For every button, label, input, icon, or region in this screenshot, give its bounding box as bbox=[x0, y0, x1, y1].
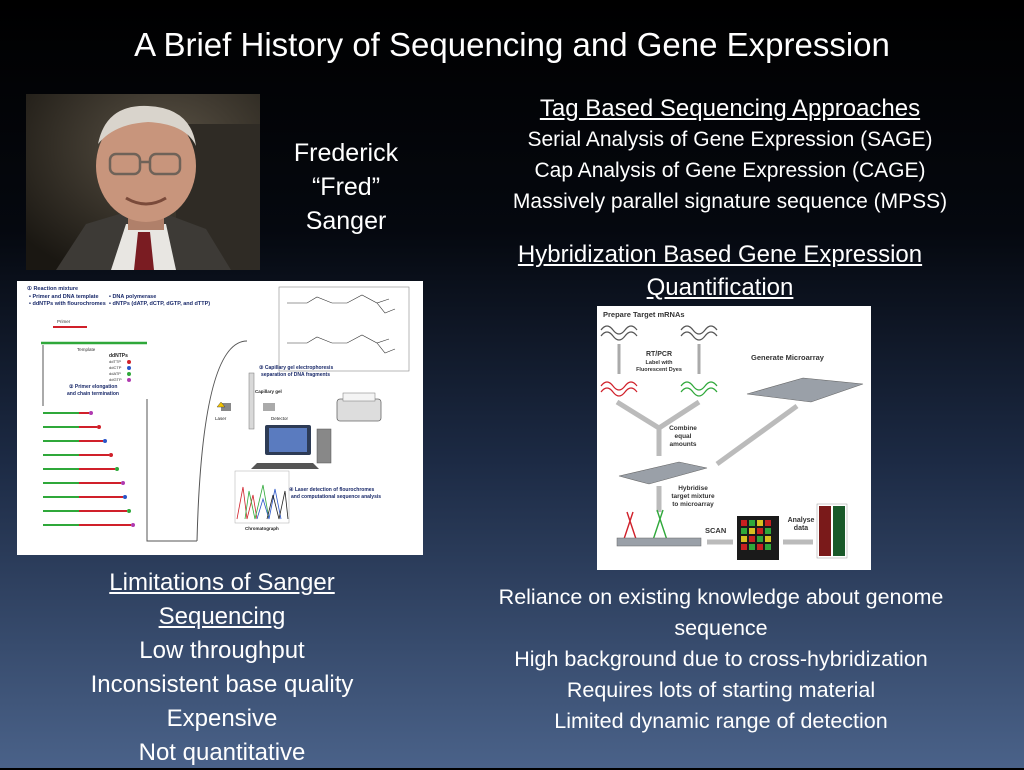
chromatograph-peaks bbox=[236, 484, 289, 520]
step1-item-2: • DNA polymerase bbox=[109, 294, 156, 300]
chromatograph-label: Chromatograph bbox=[245, 526, 279, 531]
ddntps-label: ddNTPs bbox=[109, 353, 128, 359]
analyse-line-2: data bbox=[794, 525, 809, 532]
step3-title: ③ Capillary gel electrophoresis bbox=[259, 365, 333, 371]
capillary-label: Capillary gel bbox=[255, 389, 282, 394]
combine-line-1: Combine bbox=[669, 425, 697, 432]
portrait-image bbox=[26, 94, 260, 270]
molecule-structures bbox=[287, 294, 396, 354]
reliance-line-5: Limited dynamic range of detection bbox=[554, 709, 888, 733]
generate-label: Generate Microarray bbox=[751, 353, 825, 362]
hybridise-line-2: target mixture bbox=[671, 493, 715, 500]
portrait-photo bbox=[26, 94, 260, 270]
ddntp-item-1: ddTTP bbox=[109, 359, 121, 364]
sanger-sequencing-diagram: ① Reaction mixture • Primer and DNA temp… bbox=[17, 281, 423, 555]
template-label: Template bbox=[77, 347, 96, 352]
step3-sub: separation of DNA fragments bbox=[261, 372, 330, 378]
limitations-heading-line-2: Sequencing bbox=[158, 603, 286, 630]
tag-item-cage: Cap Analysis of Gene Expression (CAGE) bbox=[534, 159, 926, 182]
prepare-label: Prepare Target mRNAs bbox=[603, 310, 685, 319]
step2-sub: and chain termination bbox=[67, 391, 119, 397]
step4-title: ④ Laser detection of flourochromes bbox=[289, 487, 375, 493]
limitations-section: Limitations of Sanger Sequencing Low thr… bbox=[30, 566, 414, 770]
name-line-1: Frederick bbox=[293, 139, 399, 167]
analyse-line-1: Analyse bbox=[788, 517, 815, 524]
reliance-line-4: Requires lots of starting material bbox=[566, 678, 876, 702]
ddntp-item-3: ddATP bbox=[109, 371, 121, 376]
microarray-slide bbox=[746, 377, 864, 403]
combine-line-3: amounts bbox=[669, 441, 696, 448]
tag-item-sage: Serial Analysis of Gene Expression (SAGE… bbox=[527, 128, 933, 151]
step1-item-1: • Primer and DNA template bbox=[29, 294, 99, 300]
step1-item-4: • dNTPs (dATP, dCTP, dGTP, and dTTP) bbox=[109, 301, 210, 307]
tag-section-heading: Tag Based Sequencing Approaches bbox=[539, 95, 921, 122]
primer-label: Primer bbox=[57, 319, 71, 324]
limitation-item-4: Not quantitative bbox=[138, 739, 306, 766]
hybridise-line-3: to microarray bbox=[672, 501, 714, 508]
scan-label: SCAN bbox=[705, 526, 726, 535]
limitation-item-3: Expensive bbox=[166, 705, 278, 732]
fluorescent-dyes: Fluorescent Dyes bbox=[636, 367, 682, 373]
laser-label: Laser bbox=[215, 416, 227, 421]
hybridization-heading-line-1: Hybridization Based Gene Expression bbox=[517, 241, 923, 268]
name-line-3: Sanger bbox=[305, 207, 387, 235]
microarray-diagram: Prepare Target mRNAs RT/PCR Label with F… bbox=[597, 306, 871, 570]
step2-title: ② Primer elongation bbox=[69, 384, 117, 390]
ddntp-item-2: ddCTP bbox=[109, 365, 122, 370]
reliance-line-1: Reliance on existing knowledge about gen… bbox=[498, 585, 944, 609]
tag-sequencing-section: Tag Based Sequencing Approaches Serial A… bbox=[440, 94, 1020, 217]
combine-line-2: equal bbox=[675, 433, 692, 440]
detector-label: Detector bbox=[271, 416, 289, 421]
ddntp-item-4: ddGTP bbox=[109, 377, 122, 382]
step1-item-3: • ddNTPs with flourochromes bbox=[29, 301, 106, 307]
name-line-2: “Fred” bbox=[311, 173, 381, 201]
step1-title: ① Reaction mixture bbox=[27, 285, 78, 292]
scan-spots bbox=[741, 520, 771, 550]
limitation-item-2: Inconsistent base quality bbox=[90, 671, 354, 698]
microarray-diagram-svg: Prepare Target mRNAs RT/PCR Label with F… bbox=[600, 310, 864, 560]
hybridization-heading-line-2: Quantification bbox=[646, 274, 794, 301]
hybridise-line-1: Hybridise bbox=[678, 485, 708, 492]
sanger-diagram-svg: ① Reaction mixture • Primer and DNA temp… bbox=[27, 285, 410, 542]
mrna-strands bbox=[600, 325, 718, 397]
scientist-name: Frederick “Fred” Sanger bbox=[270, 136, 422, 238]
tag-item-mpss: Massively parallel signature sequence (M… bbox=[512, 190, 948, 213]
label-with: Label with bbox=[646, 360, 674, 366]
limitations-heading-line-1: Limitations of Sanger bbox=[109, 569, 335, 596]
hybridization-heading: Hybridization Based Gene Expression Quan… bbox=[440, 238, 1000, 304]
limitation-item-1: Low throughput bbox=[139, 637, 305, 664]
rtpcr-label: RT/PCR bbox=[646, 351, 672, 358]
slide-title: A Brief History of Sequencing and Gene E… bbox=[134, 26, 890, 63]
laptop-icon bbox=[251, 425, 332, 469]
reliance-line-3: High background due to cross-hybridizati… bbox=[514, 647, 928, 671]
reliance-line-2: sequence bbox=[674, 616, 768, 640]
hybridised-strands bbox=[622, 509, 668, 543]
printer-icon bbox=[336, 398, 382, 422]
dna-fragments bbox=[43, 411, 135, 527]
hybridization-limitations: Reliance on existing knowledge about gen… bbox=[440, 582, 1002, 737]
step4-sub: and computational sequence analysis bbox=[291, 494, 381, 500]
